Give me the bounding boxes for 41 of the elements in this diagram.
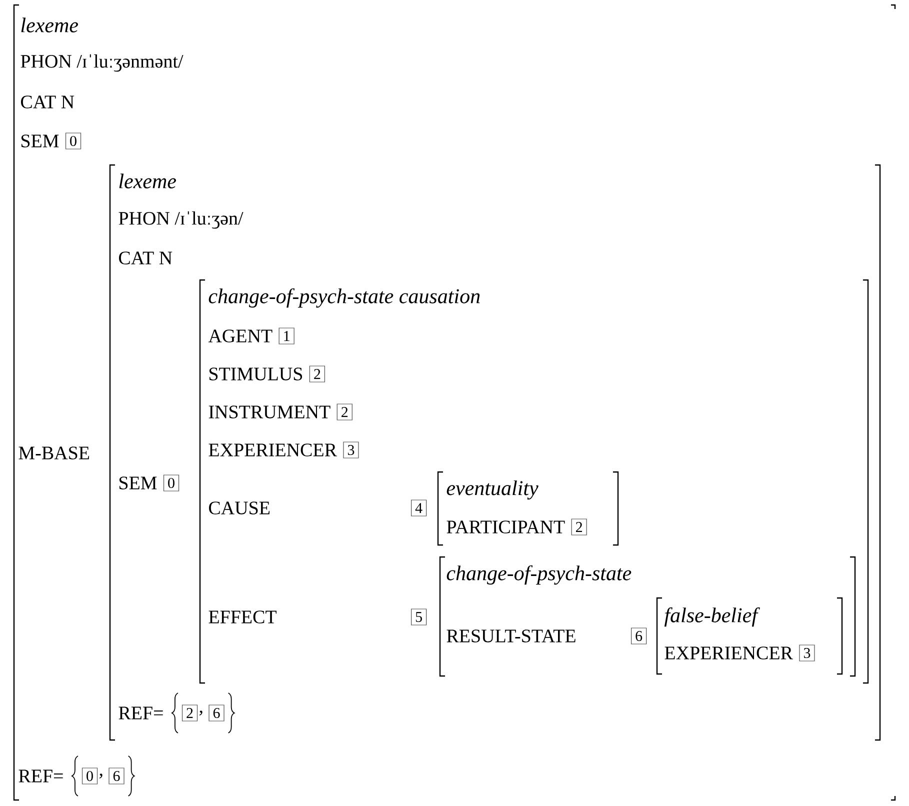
feature-label: PHON /ɪˈluːʒənmənt/ xyxy=(20,54,184,72)
tag-box: 2 xyxy=(309,366,326,382)
feature-label: EXPERIENCER xyxy=(664,646,793,660)
type-label: change-of-psych-state xyxy=(446,565,632,585)
feature-label: EFFECT xyxy=(208,610,277,624)
feature-label: CAUSE xyxy=(209,502,270,514)
feature-label: AGENT xyxy=(208,330,272,342)
feature-label: CAT N xyxy=(119,252,172,264)
tag-box: 6 xyxy=(631,628,647,644)
feature-label: PARTICIPANT xyxy=(446,520,565,534)
tag-box: 1 xyxy=(278,328,294,344)
tag-box: 2 xyxy=(571,518,587,536)
tag-box: 0 xyxy=(163,474,180,492)
tag-box: 0 xyxy=(82,768,98,784)
feature-label: CAT N xyxy=(20,96,74,108)
feature-label: SEM xyxy=(119,476,157,490)
feature-label: INSTRUMENT xyxy=(208,406,330,418)
feature-label: STIMULUS xyxy=(209,368,302,380)
tag-box: 6 xyxy=(108,768,124,784)
type-label: false-belief xyxy=(664,607,760,627)
feature-label: M-BASE xyxy=(18,446,90,460)
tag-box: 3 xyxy=(343,442,359,458)
type-label: lexeme xyxy=(21,18,78,32)
tag-box: 4 xyxy=(411,500,427,516)
type-label: change-of-psych-state causation xyxy=(208,288,480,308)
tag-box: 5 xyxy=(411,608,427,626)
feature-label: EXPERIENCER xyxy=(208,444,337,456)
feature-label: REF= xyxy=(18,770,63,782)
tag-box: 0 xyxy=(65,132,82,150)
type-label: eventuality xyxy=(446,480,538,500)
feature-label: REF= xyxy=(118,706,163,720)
tag-box: 2 xyxy=(182,704,198,722)
tag-box: 2 xyxy=(336,404,352,420)
feature-label: SEM xyxy=(21,134,59,148)
feature-label: PHON /ɪˈluːʒən/ xyxy=(118,211,244,229)
feature-label: RESULT-STATE xyxy=(446,630,576,642)
tag-box: 6 xyxy=(208,704,224,722)
tag-box: 3 xyxy=(799,644,815,662)
type-label: lexeme xyxy=(119,174,176,188)
punctuation: , xyxy=(199,710,202,716)
punctuation: , xyxy=(99,774,102,778)
